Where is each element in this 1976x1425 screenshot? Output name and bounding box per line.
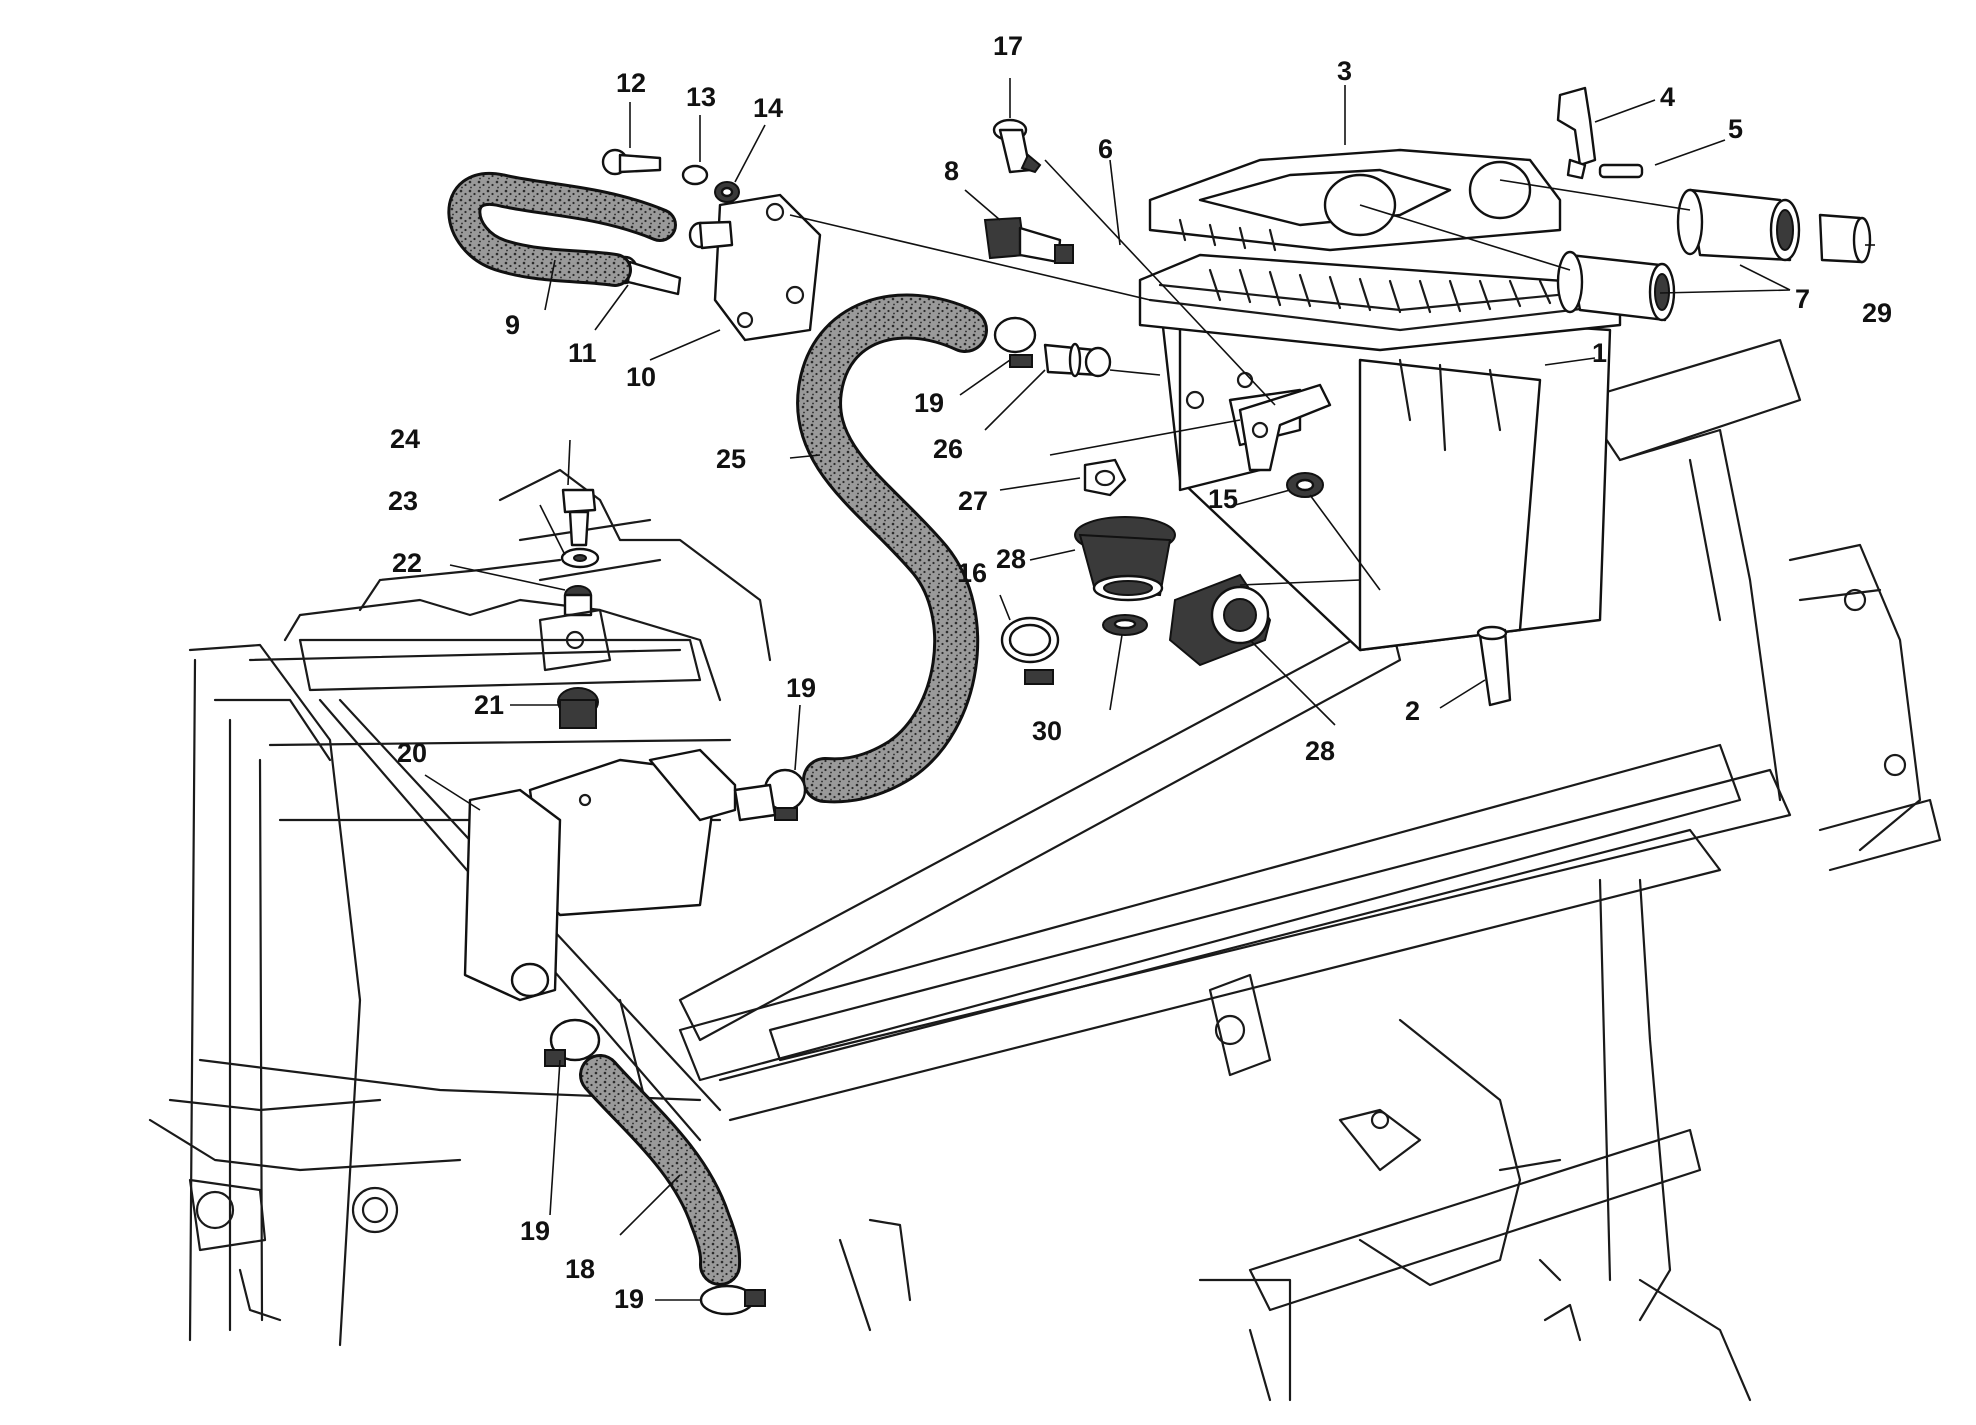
hose-clamp-16 [1000, 616, 1060, 685]
callout-4: 4 [1660, 82, 1675, 112]
intake-rubber-28-upper [1074, 516, 1176, 602]
callout-16: 16 [957, 558, 987, 588]
breather-plate [713, 193, 822, 342]
callout-6: 6 [1098, 134, 1113, 164]
air-filter [1138, 253, 1622, 352]
nut-27 [1083, 458, 1127, 497]
callout-28-lower: 28 [1305, 736, 1335, 766]
support-bracket [1238, 383, 1332, 472]
bolt-12 [601, 148, 662, 176]
drain-plug [1476, 625, 1512, 707]
breather-hose-25 [799, 296, 985, 801]
intake-duct-lower [1556, 250, 1676, 322]
callout-11: 11 [568, 338, 597, 368]
callout-29: 29 [1862, 298, 1892, 328]
callout-3: 3 [1337, 56, 1352, 86]
grommet-21 [557, 687, 599, 729]
callout-23: 23 [388, 486, 418, 516]
washer-30 [1102, 614, 1148, 636]
pin [1598, 163, 1644, 179]
callout-24: 24 [390, 424, 420, 454]
bolt-24 [561, 488, 597, 547]
intake-rubber-28-lower [1168, 573, 1272, 667]
intake-duct-upper [1676, 188, 1801, 262]
callout-13: 13 [686, 82, 716, 112]
callout-18: 18 [565, 1254, 595, 1284]
spacer-22 [563, 585, 593, 617]
callout-17: 17 [993, 31, 1023, 61]
drain-hose-18 [582, 1057, 739, 1283]
callout-1: 1 [1592, 338, 1607, 368]
washer-13 [681, 164, 709, 186]
callout-19-lower: 19 [520, 1216, 550, 1246]
callout-7: 7 [1795, 284, 1810, 314]
callout-10: 10 [626, 362, 656, 392]
callout-30: 30 [1032, 716, 1062, 746]
breather-tank [463, 748, 777, 1002]
retaining-clip [1556, 86, 1597, 180]
motorcycle-frame [148, 338, 1942, 1402]
callout-14: 14 [753, 93, 783, 123]
callout-labels: 12 13 14 17 3 4 5 8 6 7 29 9 11 10 1 19 … [388, 31, 1892, 1314]
callout-12: 12 [616, 68, 646, 98]
callout-9: 9 [505, 310, 520, 340]
callout-2: 2 [1405, 696, 1420, 726]
callout-26: 26 [933, 434, 963, 464]
washer-14 [714, 181, 740, 203]
callout-21: 21 [474, 690, 504, 720]
washer-23 [560, 547, 600, 569]
callout-28-upper: 28 [996, 544, 1026, 574]
callout-5: 5 [1728, 114, 1743, 144]
leader-lines [424, 78, 1875, 1301]
callout-25: 25 [716, 444, 746, 474]
hose-fitting-26 [1043, 342, 1112, 378]
callout-8: 8 [944, 156, 959, 186]
hose-clamp-19-middle [763, 768, 807, 821]
callout-27: 27 [958, 486, 988, 516]
callout-20: 20 [397, 738, 427, 768]
callout-22: 22 [392, 548, 422, 578]
temperature-sensor [983, 216, 1074, 264]
hose-clamp-19-upper [993, 316, 1037, 368]
fitting-on-plate [688, 220, 734, 250]
bolt-17 [992, 118, 1042, 174]
callout-19-upper: 19 [914, 388, 944, 418]
hose-clamp-19-bottom [699, 1284, 766, 1316]
callout-15: 15 [1208, 484, 1238, 514]
callout-19-bottom: 19 [614, 1284, 644, 1314]
rubber-grommet-15 [1286, 472, 1324, 498]
airbox-lid [1148, 148, 1562, 252]
intake-duct-extension [1818, 213, 1872, 264]
callout-19-middle: 19 [786, 673, 816, 703]
